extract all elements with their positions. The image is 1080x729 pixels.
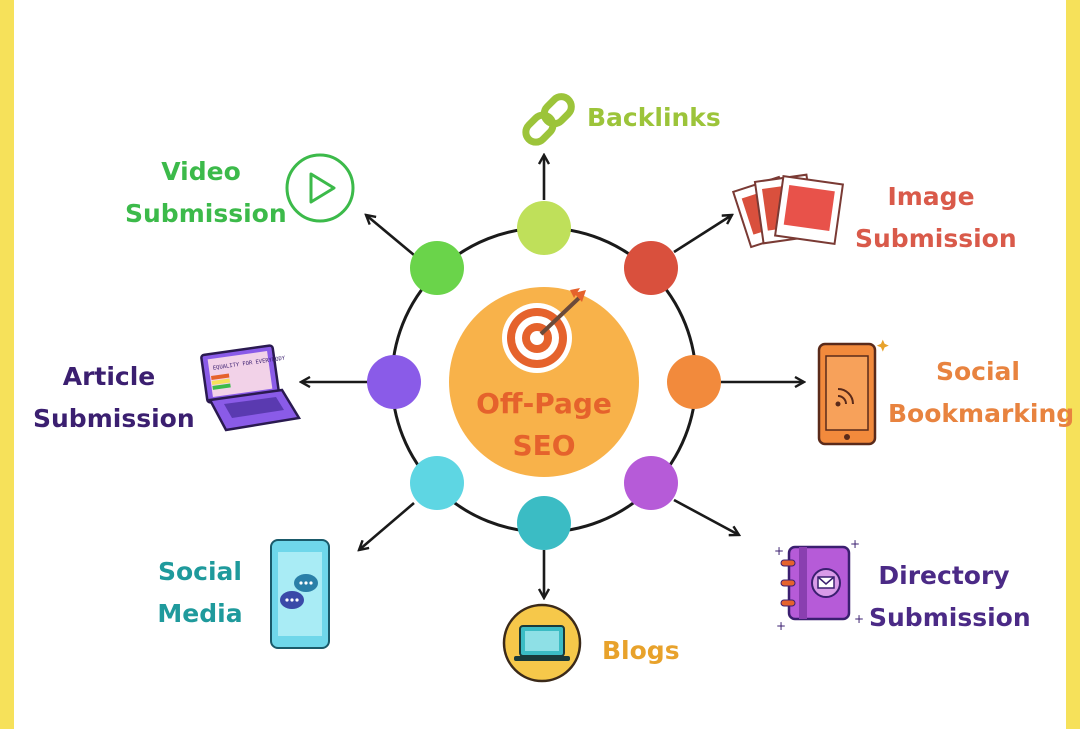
center-circle	[449, 287, 639, 477]
label-social-media-line2: Media	[157, 599, 243, 628]
arrow-directory	[673, 498, 739, 535]
label-social-media-line1: Social	[157, 557, 242, 586]
photos-icon	[731, 173, 845, 249]
label-video-submission: Video Submission	[125, 151, 287, 235]
chat-phone-icon	[270, 539, 330, 649]
node-article-submission	[367, 355, 421, 409]
label-blogs-line1: Blogs	[602, 636, 680, 665]
arrow-image	[673, 215, 732, 254]
svg-text:+: +	[854, 612, 864, 626]
label-directory-line2: Submission	[869, 603, 1031, 632]
svg-text:+: +	[776, 619, 786, 633]
center-label-line2: SEO	[512, 429, 576, 462]
label-article-line2: Submission	[33, 404, 195, 433]
center-label-line1: Off-Page	[476, 387, 612, 420]
node-backlinks	[517, 201, 571, 255]
seo-diagram: + + + + EQUALITY FOR EV	[200, 93, 889, 683]
label-backlinks: Backlinks	[587, 97, 721, 139]
label-directory-line1: Directory	[878, 561, 1010, 590]
label-social-bookmarking: Social Bookmarking	[888, 351, 1075, 435]
node-video-submission	[410, 241, 464, 295]
target-icon	[502, 288, 586, 373]
label-backlinks-line1: Backlinks	[587, 103, 721, 132]
svg-text:+: +	[850, 537, 860, 551]
laptop-article-icon: EQUALITY FOR EVERYBODY	[200, 344, 302, 432]
label-article-submission: Article Submission	[33, 356, 195, 440]
label-social-bm-line1: Social	[935, 357, 1020, 386]
label-image-line1: Image	[887, 182, 975, 211]
address-book-icon: + + + +	[774, 537, 864, 633]
label-social-bm-line2: Bookmarking	[888, 399, 1075, 428]
arrow-social-media	[359, 502, 415, 550]
node-image-submission	[624, 241, 678, 295]
svg-text:+: +	[774, 544, 784, 558]
label-directory-submission: Directory Submission	[869, 555, 1031, 639]
link-icon	[522, 93, 575, 146]
ring-nodes	[367, 201, 721, 550]
label-social-media: Social Media	[152, 551, 248, 635]
node-social-bookmarking	[667, 355, 721, 409]
label-image-submission: Image Submission	[855, 176, 1017, 260]
smartphone-icon	[817, 339, 889, 446]
node-social-media	[410, 456, 464, 510]
label-image-line2: Submission	[855, 224, 1017, 253]
label-video-line2: Submission	[125, 199, 287, 228]
node-blogs	[517, 496, 571, 550]
label-blogs: Blogs	[602, 630, 680, 672]
arrow-video	[366, 215, 415, 256]
node-directory-submission	[624, 456, 678, 510]
label-video-line1: Video	[161, 157, 241, 186]
arrows	[301, 155, 804, 598]
label-article-line1: Article	[62, 362, 156, 391]
play-icon	[285, 153, 355, 223]
center-label: Off-Page SEO	[444, 383, 644, 467]
laptop-icon	[502, 603, 582, 683]
